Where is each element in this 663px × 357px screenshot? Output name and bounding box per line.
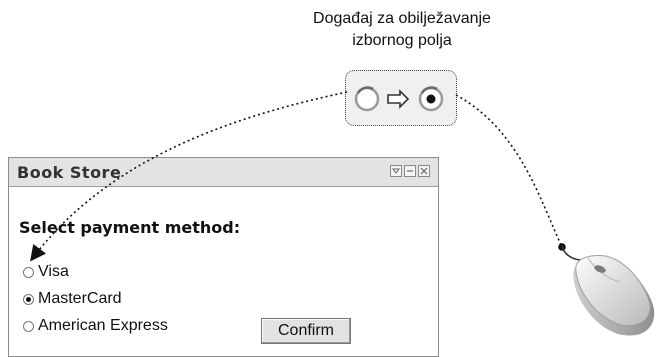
confirm-button[interactable]: Confirm [261,318,351,344]
radio-state-callout [345,70,457,126]
unchecked-radio-icon [354,86,380,112]
computer-mouse-icon [560,240,660,350]
payment-method-prompt: Select payment method: [19,218,241,237]
event-caption: Događaj za obilježavanje izbornog polja [262,8,542,52]
checked-radio-icon [418,86,444,112]
mastercard-radio[interactable] [23,293,34,305]
amex-option[interactable]: American Express [23,317,168,335]
book-store-window: Book Store Select payment method: Visa M… [8,157,439,357]
visa-option[interactable]: Visa [23,263,69,281]
mouse-to-callout-connector [455,94,563,248]
caption-line-1: Događaj za obilježavanje [313,10,491,27]
mastercard-option[interactable]: MasterCard [23,290,122,308]
right-arrow-icon [387,89,410,109]
window-titlebar: Book Store [9,158,438,187]
amex-label: American Express [38,317,168,334]
window-title: Book Store [17,163,122,182]
caption-line-2: izbornog polja [352,32,452,49]
visa-radio[interactable] [23,266,34,278]
visa-label: Visa [38,263,69,280]
close-icon[interactable] [418,165,430,177]
dropdown-icon[interactable] [390,165,402,177]
minimize-icon[interactable] [404,165,416,177]
window-controls [390,165,430,177]
amex-radio[interactable] [23,320,34,332]
mastercard-label: MasterCard [38,290,122,307]
